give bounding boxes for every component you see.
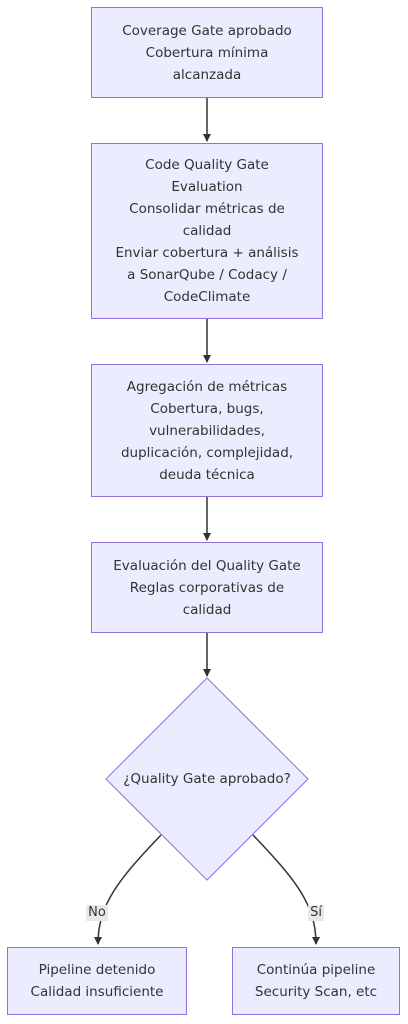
edge-decision-no xyxy=(94,834,162,945)
node-quality-evaluation: Code Quality Gate Evaluation Consolidar … xyxy=(91,143,323,319)
node-quality-line-3: Consolidar métricas de xyxy=(129,201,285,217)
node-quality-line-4: calidad xyxy=(182,223,232,239)
node-stopped-line-1: Pipeline detenido xyxy=(38,962,156,978)
node-aggregation-line-4: duplicación, complejidad, xyxy=(120,444,294,461)
node-gate-line-2: Reglas corporativas de xyxy=(129,579,285,596)
node-metrics-aggregation: Agregación de métricas Cobertura, bugs, … xyxy=(91,364,323,497)
decision-label: ¿Quality Gate aprobado? xyxy=(123,771,291,787)
node-aggregation-line-3: vulnerabilidades, xyxy=(149,422,265,439)
node-gate-evaluation: Evaluación del Quality Gate Reglas corpo… xyxy=(91,542,323,633)
node-coverage-line-3: alcanzada xyxy=(172,66,242,83)
node-pipeline-stopped: Pipeline detenido Calidad insuficiente xyxy=(7,947,187,1015)
edge-label-no: No xyxy=(86,905,108,921)
node-aggregation-line-1: Agregación de métricas xyxy=(126,378,288,395)
node-coverage-gate: Coverage Gate aprobado Cobertura mínima … xyxy=(91,7,323,98)
edge-decision-yes xyxy=(252,834,320,945)
decision-diamond xyxy=(105,677,309,881)
node-stopped-line-2: Calidad insuficiente xyxy=(30,984,164,1000)
node-gate-line-3: calidad xyxy=(182,601,232,618)
node-quality-line-6: a SonarQube / Codacy / xyxy=(127,267,287,283)
node-coverage-line-2: Cobertura mínima xyxy=(145,44,269,61)
node-continue-line-2: Security Scan, etc xyxy=(254,984,378,1000)
node-quality-line-5: Enviar cobertura + análisis xyxy=(115,245,299,261)
node-pipeline-continue: Continúa pipeline Security Scan, etc xyxy=(232,947,400,1015)
node-aggregation-line-2: Cobertura, bugs, xyxy=(150,400,264,417)
node-quality-line-1: Code Quality Gate xyxy=(145,157,269,173)
edge-label-yes: Sí xyxy=(308,905,324,921)
node-quality-line-7: CodeClimate xyxy=(163,289,251,305)
node-continue-line-1: Continúa pipeline xyxy=(256,962,376,978)
node-aggregation-line-5: deuda técnica xyxy=(159,466,255,483)
node-gate-line-1: Evaluación del Quality Gate xyxy=(113,557,301,574)
node-coverage-line-1: Coverage Gate aprobado xyxy=(122,22,292,39)
node-quality-line-2: Evaluation xyxy=(171,179,243,195)
